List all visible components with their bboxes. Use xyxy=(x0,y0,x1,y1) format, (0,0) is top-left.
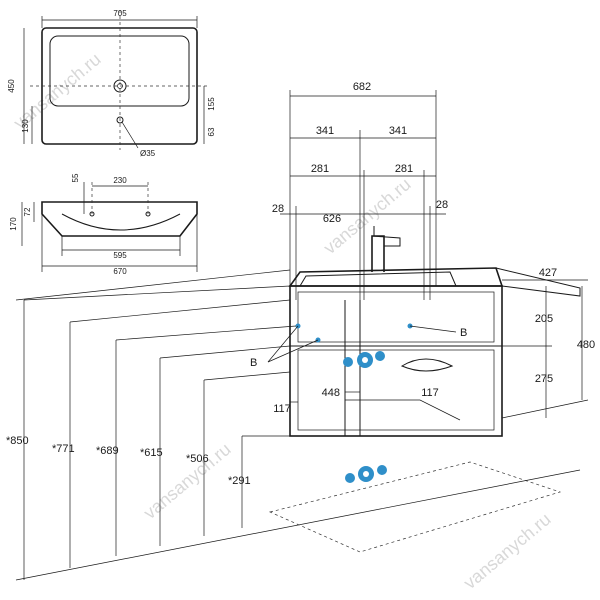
height-771: *771 xyxy=(52,443,75,455)
side-view-profile xyxy=(41,201,198,237)
dim-half-right: 341 xyxy=(389,125,407,137)
drawer-top-front xyxy=(297,291,495,343)
water-inlet-right-icon xyxy=(375,351,385,361)
height-506: *506 xyxy=(186,453,209,465)
wall-top-line xyxy=(15,269,291,301)
mount-callouts: B B xyxy=(250,325,467,369)
basin-bowl-edge xyxy=(299,271,457,287)
cabinet xyxy=(288,226,581,437)
dim-left-hole: 281 xyxy=(311,163,329,175)
floor-inlet-right-icon xyxy=(377,465,387,475)
dim-drawer-inner: 448 xyxy=(322,387,340,399)
side-view-bowl xyxy=(61,213,181,231)
mount-label-left: B xyxy=(250,357,257,369)
dim-hole-depth: 155 xyxy=(207,97,216,111)
dim-right-edge: 28 xyxy=(436,199,448,211)
height-689: *689 xyxy=(96,445,119,457)
watermark-layer: vansanych.ru vansanych.ru vansanych.ru v… xyxy=(10,49,555,593)
watermark-4: vansanych.ru xyxy=(460,509,555,593)
water-inlet-left-icon xyxy=(343,357,353,367)
floor-line xyxy=(15,469,581,581)
dim-top-depth: 450 xyxy=(7,79,16,93)
basin-top xyxy=(288,267,504,287)
dim-half-left: 341 xyxy=(316,125,334,137)
dim-drain-diameter: Ø35 xyxy=(140,149,156,158)
dim-right-hole: 281 xyxy=(395,163,413,175)
dim-inner-width: 595 xyxy=(113,251,127,260)
floor-footprint xyxy=(268,461,562,553)
top-view: 705 450 130 155 63 Ø35 xyxy=(7,9,216,158)
dim-rim: 72 xyxy=(23,207,32,216)
wall-and-floor xyxy=(15,269,581,581)
drawer-handle xyxy=(400,358,454,372)
height-850: *850 xyxy=(6,435,29,447)
dim-edge: 63 xyxy=(207,127,216,136)
dim-bottom-height: 275 xyxy=(535,373,553,385)
floor-inlet-left-icon xyxy=(345,473,355,483)
dim-total-height: 480 xyxy=(577,339,595,351)
dim-side-height: 170 xyxy=(9,217,18,231)
drawer-bottom-front xyxy=(297,349,495,431)
height-291: *291 xyxy=(228,475,251,487)
top-view-bowl xyxy=(49,35,190,107)
cabinet-body xyxy=(289,285,503,437)
faucet-body xyxy=(371,235,385,272)
dim-outer-width: 670 xyxy=(113,267,127,276)
dim-top-width: 705 xyxy=(113,9,127,18)
dim-top-height: 205 xyxy=(535,313,553,325)
dim-front-width: 682 xyxy=(353,81,371,93)
mount-label-right: B xyxy=(460,327,467,339)
faucet-spout xyxy=(371,235,401,247)
dim-hole-spacing: 230 xyxy=(113,176,127,185)
right-dimensions: 427 205 275 480 xyxy=(501,267,595,419)
basin-side xyxy=(495,267,581,297)
tap-hole-icon xyxy=(116,116,124,124)
dim-hole-offset: 130 xyxy=(21,119,30,133)
dim-span: 626 xyxy=(323,213,341,225)
height-615: *615 xyxy=(140,447,163,459)
dim-left-inset: 117 xyxy=(273,403,291,415)
dim-left-edge: 28 xyxy=(272,203,284,215)
dim-depth: 427 xyxy=(539,267,557,279)
side-view: 230 55 72 170 595 670 xyxy=(9,173,198,276)
mounting-heights: *850 *771 *689 *615 *506 *291 xyxy=(6,285,297,580)
dim-right-inset: 117 xyxy=(421,387,439,399)
dim-hole-height: 55 xyxy=(71,173,80,182)
front-dimensions: 682 341 341 281 281 28 626 28 448 117 11… xyxy=(272,81,448,415)
connection-points xyxy=(295,323,413,483)
